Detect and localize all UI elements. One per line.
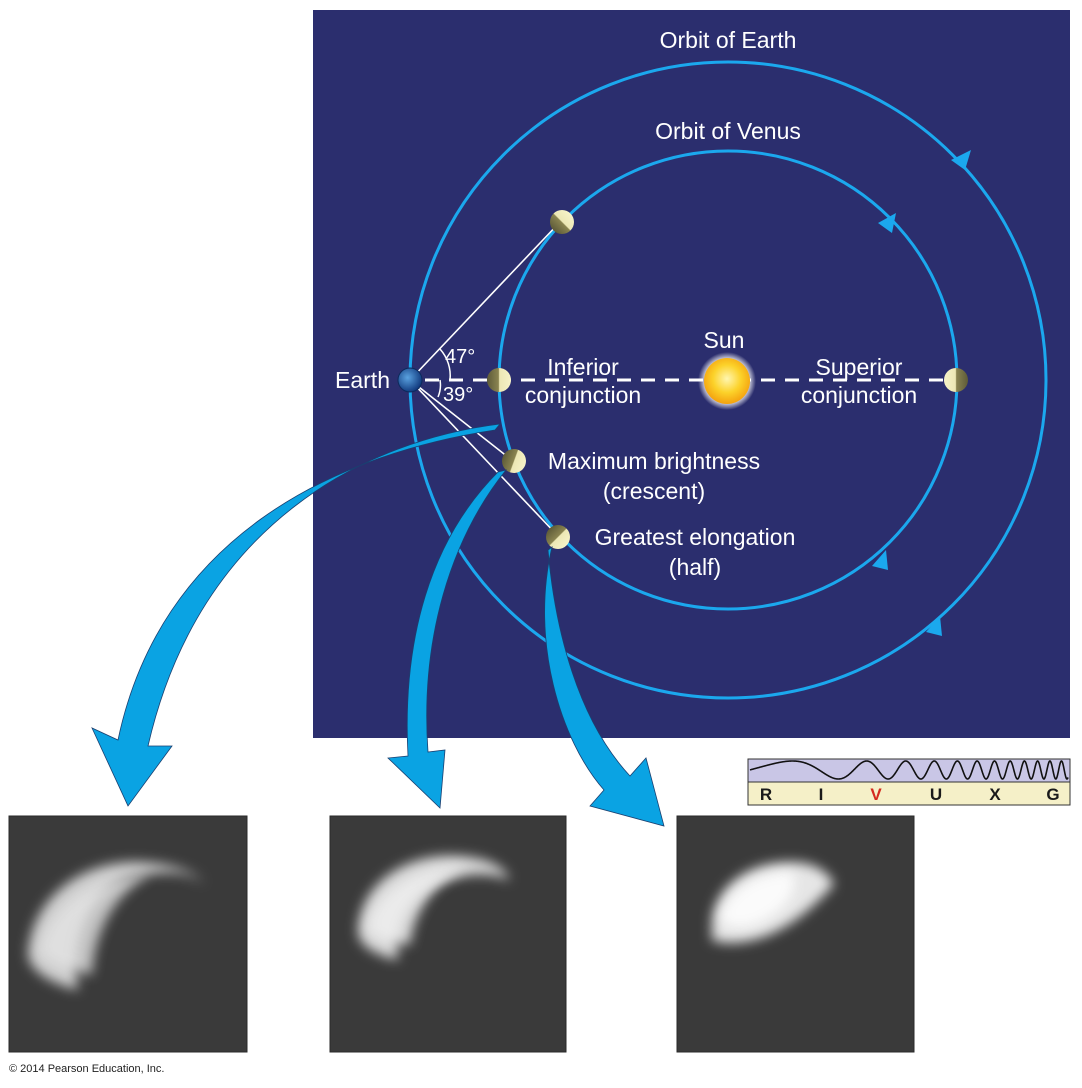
maximum-brightness-label-1: Maximum brightness <box>548 448 760 474</box>
venus-photo-2 <box>330 816 566 1052</box>
venus-upper <box>549 210 574 234</box>
angle-arc-39 <box>437 379 442 398</box>
spectrum-band-r: R <box>760 785 772 804</box>
spectrum-labels-box <box>747 781 1071 806</box>
spectrum-indicator: R I V U X G <box>747 758 1071 806</box>
spectrum-wave <box>749 760 1069 780</box>
sight-lines <box>409 221 561 537</box>
venus-greatest-elongation <box>546 525 570 549</box>
spectrum-band-i: I <box>819 785 824 804</box>
sun <box>704 358 750 404</box>
venus-photo-1 <box>9 816 247 1052</box>
sun-label: Sun <box>704 327 745 353</box>
angle-39-label: 39° <box>443 384 473 406</box>
maximum-brightness-label-2: (crescent) <box>603 478 705 504</box>
orbit-venus-label: Orbit of Venus <box>655 118 801 144</box>
spectrum-band-u: U <box>930 785 942 804</box>
spectrum-band-g: G <box>1046 785 1059 804</box>
angle-47-label: 47° <box>445 346 475 368</box>
venus-superior-conjunction <box>944 368 968 392</box>
phase-arrows <box>91 423 665 827</box>
venus-maximum-brightness <box>502 449 526 474</box>
venus-positions <box>487 210 968 549</box>
earth-label: Earth <box>335 367 390 393</box>
spectrum-band-x: X <box>989 785 1001 804</box>
angle-arc-47 <box>439 348 451 381</box>
arrow-to-photo-2 <box>387 469 508 809</box>
inferior-conjunction-label-2: conjunction <box>525 382 641 408</box>
orbit-direction-arrows <box>872 150 971 636</box>
arrow-to-photo-1 <box>91 423 501 807</box>
arrow-to-photo-3 <box>544 546 665 827</box>
superior-conjunction-label-2: conjunction <box>801 382 917 408</box>
spectrum-band-v: V <box>870 785 882 804</box>
venus-photo-3 <box>677 816 914 1052</box>
venus-inferior-conjunction <box>487 368 511 392</box>
earth <box>397 367 423 393</box>
superior-conjunction-label-1: Superior <box>816 354 903 380</box>
greatest-elongation-label-1: Greatest elongation <box>595 524 796 550</box>
copyright: © 2014 Pearson Education, Inc. <box>9 1063 164 1075</box>
inferior-conjunction-label-1: Inferior <box>547 354 619 380</box>
space-panel <box>313 10 1070 738</box>
greatest-elongation-label-2: (half) <box>669 554 721 580</box>
orbit-earth-label: Orbit of Earth <box>660 27 797 53</box>
